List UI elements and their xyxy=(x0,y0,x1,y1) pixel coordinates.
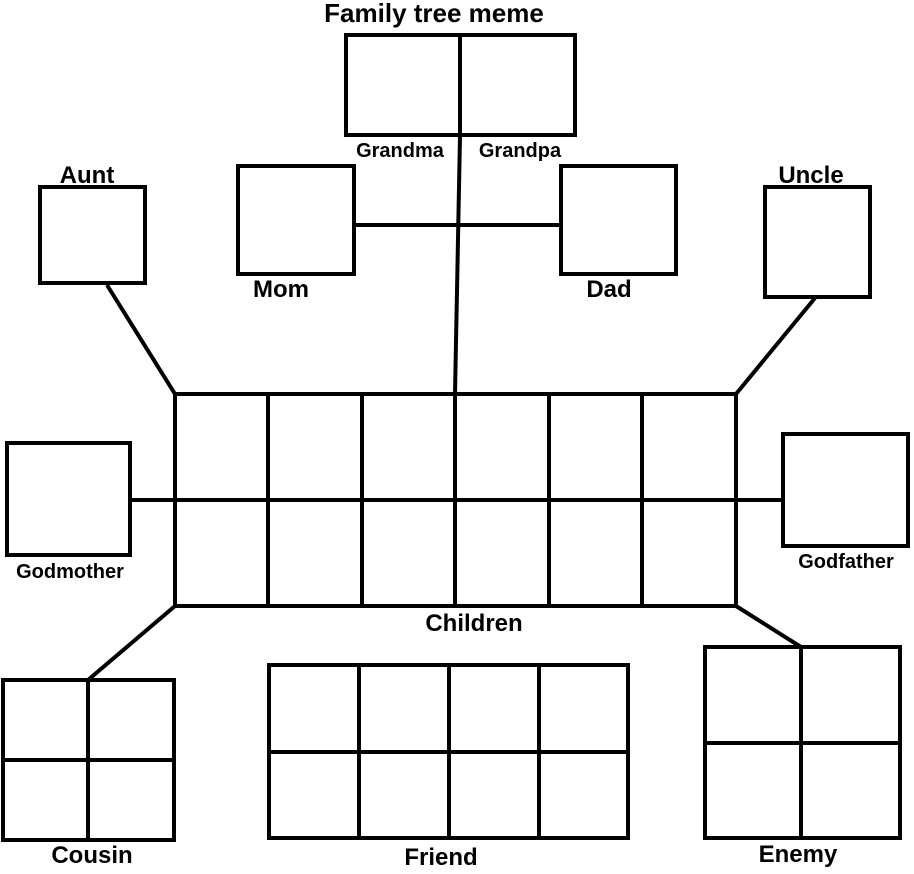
godfather-box[interactable] xyxy=(781,432,910,548)
uncle-label: Uncle xyxy=(778,162,843,189)
godmother-label: Godmother xyxy=(16,561,124,583)
enemy-label: Enemy xyxy=(759,841,838,868)
mom-box[interactable] xyxy=(236,164,356,276)
godmother-box[interactable] xyxy=(5,441,132,557)
aunt-box[interactable] xyxy=(38,185,147,285)
grandpa-slot[interactable] xyxy=(458,33,577,137)
page-title: Family tree meme xyxy=(324,0,544,28)
friend-grid xyxy=(267,663,630,840)
cousin-label: Cousin xyxy=(51,842,132,869)
mom-label: Mom xyxy=(253,276,309,303)
uncle-box[interactable] xyxy=(763,185,872,299)
grandma-label: Grandma xyxy=(356,140,445,162)
grandma-slot[interactable] xyxy=(344,33,462,137)
grandparents-box[interactable] xyxy=(344,33,577,137)
grandpa-label: Grandpa xyxy=(479,140,562,162)
dad-label: Dad xyxy=(586,276,631,303)
children-label: Children xyxy=(425,610,522,637)
children-grid xyxy=(173,392,738,608)
godfather-label: Godfather xyxy=(798,551,894,573)
cousin-grid xyxy=(1,678,176,842)
friend-label: Friend xyxy=(404,844,477,871)
enemy-line xyxy=(734,604,803,649)
dad-box[interactable] xyxy=(559,164,678,276)
cousin-line xyxy=(86,604,177,682)
enemy-grid xyxy=(703,645,902,840)
aunt-line xyxy=(105,283,177,396)
uncle-line xyxy=(734,296,817,396)
grandparents-to-children-line xyxy=(453,135,462,395)
aunt-label: Aunt xyxy=(60,162,115,189)
